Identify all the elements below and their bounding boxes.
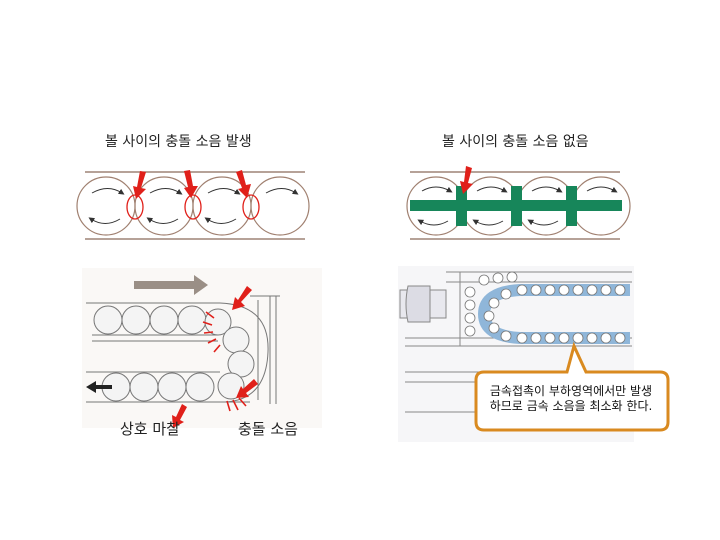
black-direction-arrow — [86, 381, 112, 393]
callout-text: 금속접촉이 부하영역에서만 발생 하므로 금속 소음을 최소화 한다. — [478, 384, 664, 414]
caption-collision-noise: 볼 사이의 충돌 소음 발생 — [105, 134, 252, 150]
callout-line-2: 하므로 금속 소음을 최소화 한다. — [489, 399, 653, 413]
callout-line-1: 금속접촉이 부하영역에서만 발생 — [489, 384, 653, 398]
bottom-right-cage-diagram — [398, 266, 670, 442]
gray-direction-arrow — [134, 275, 208, 295]
red-arrow-icon — [460, 166, 473, 194]
label-mutual-friction: 상호 마찰 — [120, 420, 180, 438]
red-arrow-icons — [133, 170, 251, 199]
callout-balloon — [474, 341, 670, 432]
bottom-left-recirculation-diagram — [82, 268, 322, 428]
caption-no-collision-noise: 볼 사이의 충돌 소음 없음 — [442, 134, 589, 150]
top-right-ball-row — [406, 166, 631, 240]
top-left-ball-row — [76, 170, 310, 240]
label-collision-noise: 충돌 소음 — [238, 420, 298, 438]
red-arrow-icons — [172, 286, 258, 428]
